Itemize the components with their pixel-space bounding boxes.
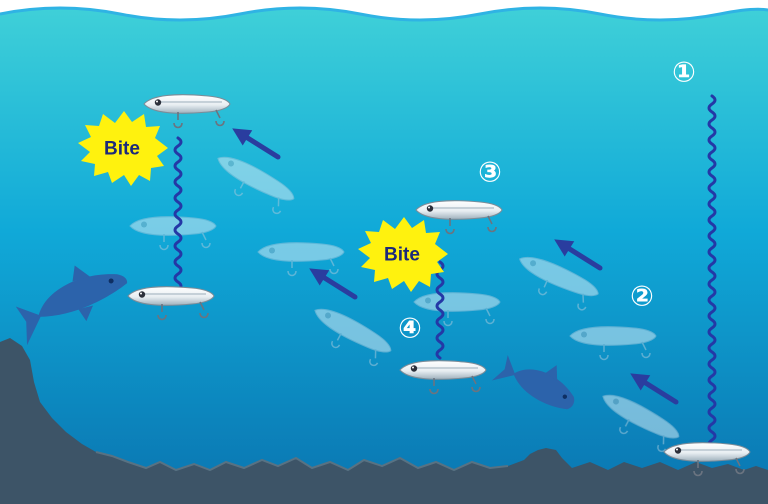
step-2-label: ② [630,280,654,313]
step-4-label: ④ [398,312,422,345]
bite-label: Bite [104,139,140,160]
bite-label: Bite [384,245,420,266]
step-1-label: ① [672,56,696,89]
step-3-label: ③ [478,156,502,189]
